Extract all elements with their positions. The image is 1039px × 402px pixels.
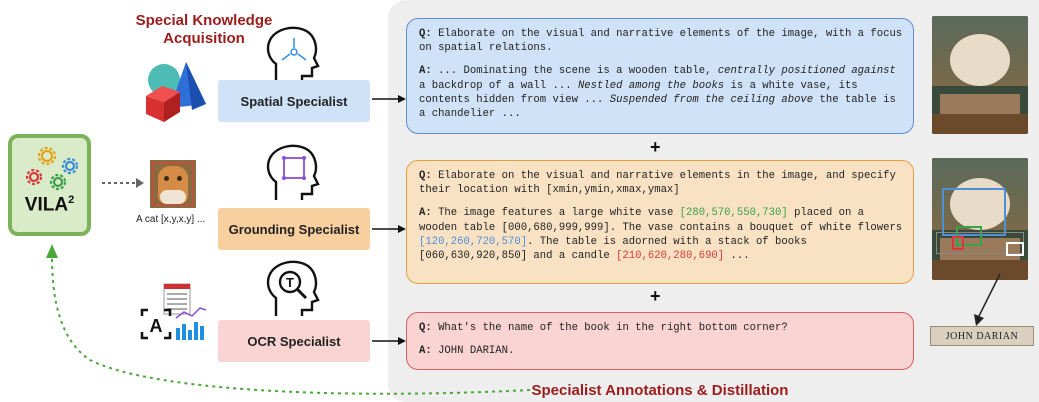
svg-text:T: T: [286, 275, 294, 290]
spatial-head-icon: [266, 26, 320, 82]
ocr-arrow: [372, 337, 406, 345]
ocr-specialist-box: OCR Specialist: [218, 320, 370, 362]
vila-label: VILA2: [24, 194, 75, 216]
vila-model-box: VILA2: [8, 134, 91, 236]
section-title-distillation: Specialist Annotations & Distillation: [531, 382, 789, 399]
zoom-arrow: [974, 273, 1001, 326]
section-title-knowledge: Special Knowledge Acquisition: [135, 12, 273, 47]
plus-sign-1: +: [650, 137, 661, 157]
svg-text:A: A: [150, 316, 163, 336]
grounding-specialist-box: Grounding Specialist: [218, 208, 370, 250]
3d-shapes-icon: [146, 62, 206, 122]
distillation-arrow: [46, 244, 531, 395]
spatial-specialist-box: Spatial Specialist: [218, 80, 370, 122]
spatial-qa-box: Q: Elaborate on the visual and narrative…: [406, 18, 914, 134]
spatial-arrow: [372, 95, 406, 103]
book-spine: JOHN DARIAN: [930, 326, 1034, 346]
plus-sign-2: +: [650, 286, 661, 306]
scene-photo-2: [932, 158, 1028, 280]
ocr-qa-box: Q: What's the name of the book in the ri…: [406, 312, 914, 370]
cat-image: [150, 160, 196, 208]
grounding-qa-box: Q: Elaborate on the visual and narrative…: [406, 160, 914, 284]
grounding-arrow: [372, 225, 406, 233]
input-arrow: [102, 178, 144, 188]
grounding-head-icon: [266, 144, 320, 200]
cat-caption: A cat [x,y,x,y] ...: [136, 214, 206, 225]
ocr-icon: A: [140, 283, 207, 340]
ocr-head-icon: T: [266, 260, 320, 316]
gears-icon: [25, 146, 79, 191]
scene-photo-1: [932, 16, 1028, 134]
